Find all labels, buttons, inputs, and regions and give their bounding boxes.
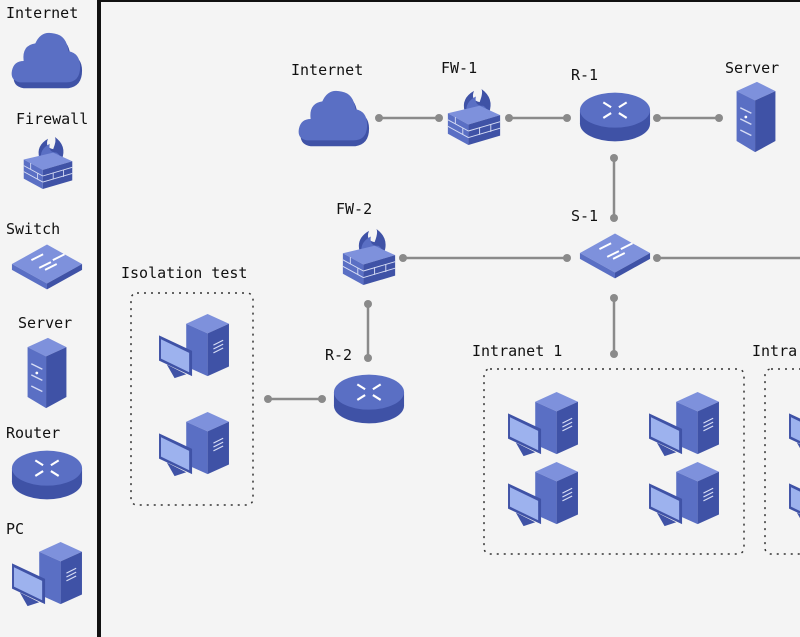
palette-item-switch-icon[interactable]	[10, 240, 84, 290]
node-fw2-firewall-icon[interactable]	[341, 220, 397, 294]
connector-layer	[130, 114, 800, 555]
palette-label-router: Router	[6, 424, 61, 442]
palette-item-server-icon[interactable]	[22, 336, 72, 410]
palette-item-internet-cloud-icon[interactable]	[10, 24, 84, 94]
intranet2-pc-icon[interactable]	[787, 392, 800, 460]
group-label-isolation: Isolation test	[121, 264, 248, 282]
link-fw1-r1[interactable]	[505, 114, 571, 122]
palette-item-firewall-icon[interactable]	[22, 134, 74, 192]
palette-label-server: Server	[18, 314, 73, 332]
palette-item-pc-icon[interactable]	[10, 542, 84, 610]
node-label-server: Server	[725, 59, 780, 77]
group-intranet1-border[interactable]	[483, 368, 745, 555]
node-label-s1: S-1	[571, 207, 599, 225]
intranet1-pc-icon[interactable]	[647, 392, 721, 460]
intranet1-pc-icon[interactable]	[647, 462, 721, 530]
palette-label-pc: PC	[6, 520, 25, 538]
node-fw1-firewall-icon[interactable]	[446, 80, 502, 154]
node-label-fw1: FW-1	[441, 59, 478, 77]
link-s1-intranet1[interactable]	[610, 294, 618, 358]
isolation-pc-icon[interactable]	[157, 412, 231, 480]
node-server-icon[interactable]	[731, 80, 781, 154]
link-r1-server[interactable]	[653, 114, 723, 122]
group-label-intranet1: Intranet 1	[472, 342, 563, 360]
node-label-r2: R-2	[325, 346, 353, 364]
group-isolation-border[interactable]	[130, 292, 254, 506]
palette-label-switch: Switch	[6, 220, 61, 238]
node-label-fw2: FW-2	[336, 200, 373, 218]
palette-label-internet: Internet	[6, 4, 79, 22]
intranet2-pc-icon[interactable]	[787, 462, 800, 530]
link-r1-s1[interactable]	[610, 154, 618, 222]
node-r1-router-icon[interactable]	[578, 88, 652, 144]
shape-palette: Internet Firewall Switch Server Router P…	[0, 0, 101, 637]
link-isolation-r2[interactable]	[264, 395, 326, 403]
node-label-r1: R-1	[571, 66, 599, 84]
intranet1-pc-icon[interactable]	[506, 392, 580, 460]
link-fw2-r2[interactable]	[364, 300, 372, 362]
diagram-canvas[interactable]: Internet FW-1 R-1 Server S-1 FW-2 R-2 Is…	[101, 0, 800, 637]
palette-item-router-icon[interactable]	[10, 446, 84, 502]
node-r2-router-icon[interactable]	[332, 370, 406, 426]
node-internet-cloud-icon[interactable]	[297, 82, 371, 152]
link-s1-right[interactable]	[653, 254, 800, 262]
node-label-internet: Internet	[291, 61, 364, 79]
intranet1-pc-icon[interactable]	[506, 462, 580, 530]
isolation-pc-icon[interactable]	[157, 314, 231, 382]
palette-label-firewall: Firewall	[16, 110, 89, 128]
link-internet-fw1[interactable]	[375, 114, 443, 122]
group-label-intranet2: Intra	[752, 342, 798, 360]
link-fw2-s1[interactable]	[399, 254, 571, 262]
node-s1-switch-icon[interactable]	[578, 229, 652, 279]
